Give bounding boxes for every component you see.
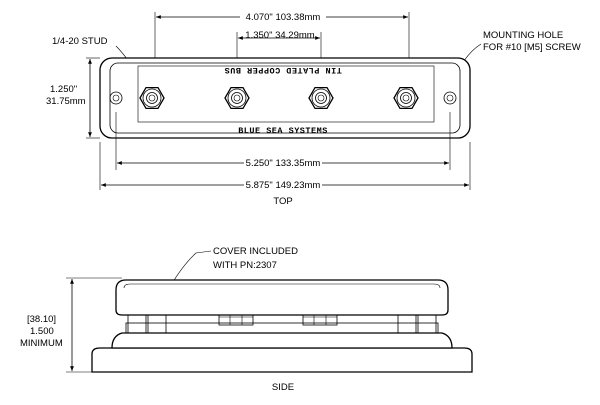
post xyxy=(417,314,437,334)
side-height-mm: [38.10] xyxy=(27,314,56,325)
base-plate xyxy=(91,347,473,373)
copper-plate xyxy=(137,65,435,123)
hole-spacing-dimension: 5.250" 133.35mm xyxy=(246,158,321,169)
post xyxy=(147,314,167,334)
top-view: 4.070" 103.38mm 1.350" 34.29mm 1/4-20 ST… xyxy=(46,12,581,207)
base-raised-section xyxy=(111,332,453,349)
hole-note-line1: MOUNTING HOLE xyxy=(483,30,563,41)
circle-hole-icon xyxy=(443,91,457,105)
height-mm: 31.75mm xyxy=(46,96,86,107)
hex-nut-icon xyxy=(139,86,165,110)
bus-bar-base xyxy=(99,57,471,139)
cover-note-line2: WITH PN:2307 xyxy=(213,260,277,271)
stud-label: 1/4-20 STUD xyxy=(52,36,108,47)
top-view-label: TOP xyxy=(273,196,292,207)
plate-text: TIN PLATED COPPER BUS xyxy=(224,65,342,75)
side-height-in: 1.500 xyxy=(30,326,54,337)
height-in: 1.250" xyxy=(50,84,77,95)
hole-note-line2: FOR #10 [M5] SCREW xyxy=(483,42,581,53)
brand-text: BLUE SEA SYSTEMS xyxy=(238,126,328,136)
side-view-label: SIDE xyxy=(272,382,294,393)
post xyxy=(127,314,147,334)
hex-nut-icon xyxy=(308,86,334,110)
stud-span-dimension: 4.070" 103.38mm xyxy=(246,12,321,23)
side-height-qualifier: MINIMUM xyxy=(20,338,63,349)
cover-edge xyxy=(123,283,441,289)
circle-hole-icon xyxy=(109,91,123,105)
hex-nut-icon xyxy=(224,86,250,110)
cover-note-line1: COVER INCLUDED xyxy=(213,246,298,257)
hex-nut-icon xyxy=(393,86,419,110)
bus-strip xyxy=(125,322,439,334)
post xyxy=(397,314,417,334)
cover xyxy=(115,279,449,316)
side-view: COVER INCLUDED WITH PN:2307 [38.10] 1.50… xyxy=(20,246,473,393)
overall-length-dimension: 5.875" 149.23mm xyxy=(246,180,321,191)
stud-pitch-dimension: 1.350" 34.29mm xyxy=(245,30,314,41)
